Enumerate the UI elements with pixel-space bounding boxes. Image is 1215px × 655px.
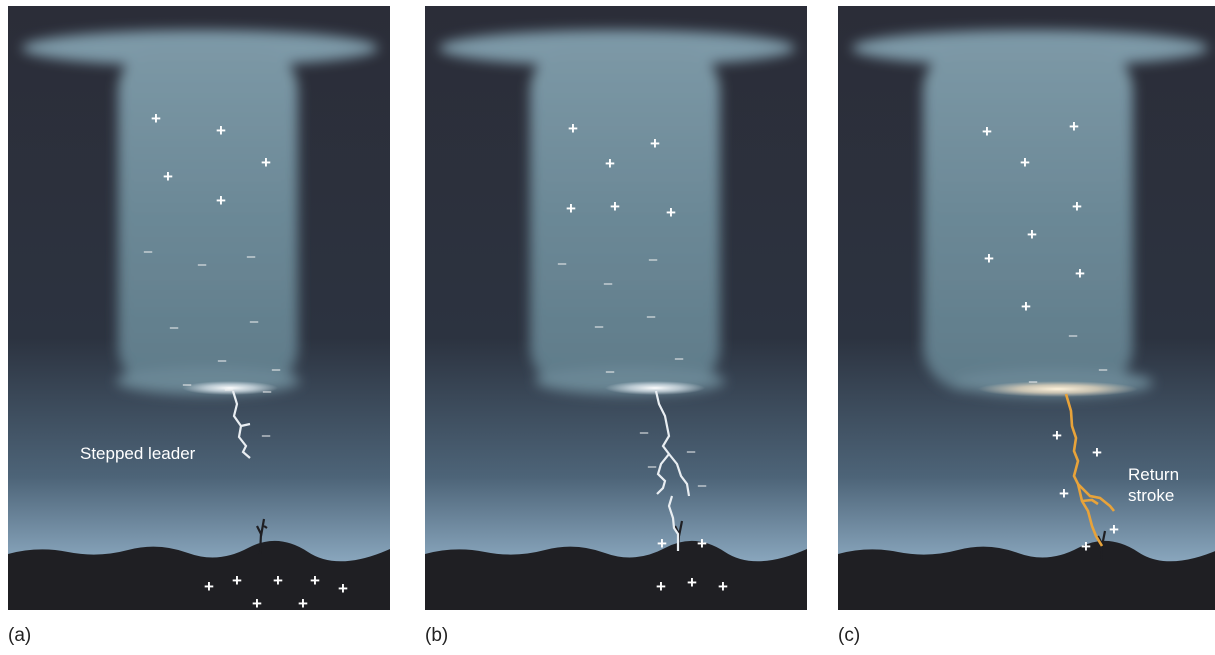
return-label-line1: Return [1128,465,1179,484]
thundercloud [439,30,795,395]
ground [8,540,390,610]
charge-plus: + [1052,426,1062,445]
charge-plus: + [1020,153,1030,172]
charge-plus: + [610,197,620,216]
charge-minus: – [263,383,272,400]
charge-plus: + [1092,443,1102,462]
charge-minus: – [649,251,658,268]
charge-plus: + [656,577,666,596]
charge-plus: + [252,594,262,610]
charge-minus: – [225,381,234,398]
charge-plus: + [1109,520,1119,539]
charge-plus: + [338,579,348,598]
ground [838,540,1215,610]
leader-bolt [654,390,691,551]
charge-plus: + [718,577,728,596]
caption-a: (a) [8,625,32,646]
charge-plus: + [566,199,576,218]
charge-plus: + [1075,264,1085,283]
charge-minus: – [558,255,567,272]
stepped-leader-bolt [231,390,251,459]
charge-minus: – [250,313,259,330]
charge-minus: – [170,319,179,336]
charge-plus: + [216,121,226,140]
cloud-base-glow [978,381,1138,397]
charge-minus: – [198,256,207,273]
charge-minus: – [218,352,227,369]
panel-a-illustration: Stepped leader + + + + + – – – – – – – –… [8,6,390,610]
charge-minus: – [647,308,656,325]
caption-b: (b) [425,625,449,646]
charge-plus: + [697,534,707,553]
charge-minus: – [272,361,281,378]
charge-plus: + [298,594,308,610]
charge-minus: – [640,424,649,441]
charge-plus: + [657,534,667,553]
charge-minus: – [595,318,604,335]
charge-plus: + [1081,537,1091,556]
charge-plus: + [605,154,615,173]
tree [256,518,268,555]
charge-plus: + [666,203,676,222]
charge-plus: + [261,153,271,172]
charge-plus: + [273,571,283,590]
cloud-base-glow [605,381,705,395]
charge-minus: – [1029,373,1038,390]
charge-plus: + [982,122,992,141]
panel-b-illustration: + + + + + + – – – – – – – – – – – + + + … [425,6,807,610]
charge-plus: + [1021,297,1031,316]
charge-minus: – [247,248,256,265]
panel-stepped-leader: Stepped leader + + + + + – – – – – – – –… [8,6,390,610]
charge-minus: – [687,443,696,460]
panel-return-stroke: Return stroke + + + + + + + + – – – + + … [838,6,1215,610]
charge-plus: + [1059,484,1069,503]
charge-plus: + [687,573,697,592]
charge-plus: + [204,577,214,596]
charge-plus: + [151,109,161,128]
charge-minus: – [698,477,707,494]
caption-c: (c) [838,625,861,646]
charge-plus: + [163,167,173,186]
charge-minus: – [183,376,192,393]
cloud-base-glow [182,381,278,395]
charge-plus: + [650,134,660,153]
return-stroke-bolt [1064,393,1116,547]
charge-minus: – [144,243,153,260]
panel-leader-meets-ground: + + + + + + – – – – – – – – – – – + + + … [425,6,807,610]
stepped-leader-label: Stepped leader [80,444,196,463]
charge-plus: + [984,249,994,268]
charge-minus: – [1099,361,1108,378]
charge-plus: + [216,191,226,210]
charge-minus: – [1069,327,1078,344]
thundercloud [22,30,378,395]
charge-minus: – [675,350,684,367]
charge-plus: + [1072,197,1082,216]
charge-plus: + [310,571,320,590]
charge-plus: + [568,119,578,138]
charge-minus: – [606,363,615,380]
charge-minus: – [262,427,271,444]
charge-plus: + [1027,225,1037,244]
charge-plus: + [1069,117,1079,136]
panel-c-illustration: Return stroke + + + + + + + + – – – + + … [838,6,1215,610]
ground [425,540,807,610]
charge-minus: – [648,458,657,475]
charge-minus: – [604,275,613,292]
charge-plus: + [232,571,242,590]
return-label-line2: stroke [1128,486,1174,505]
